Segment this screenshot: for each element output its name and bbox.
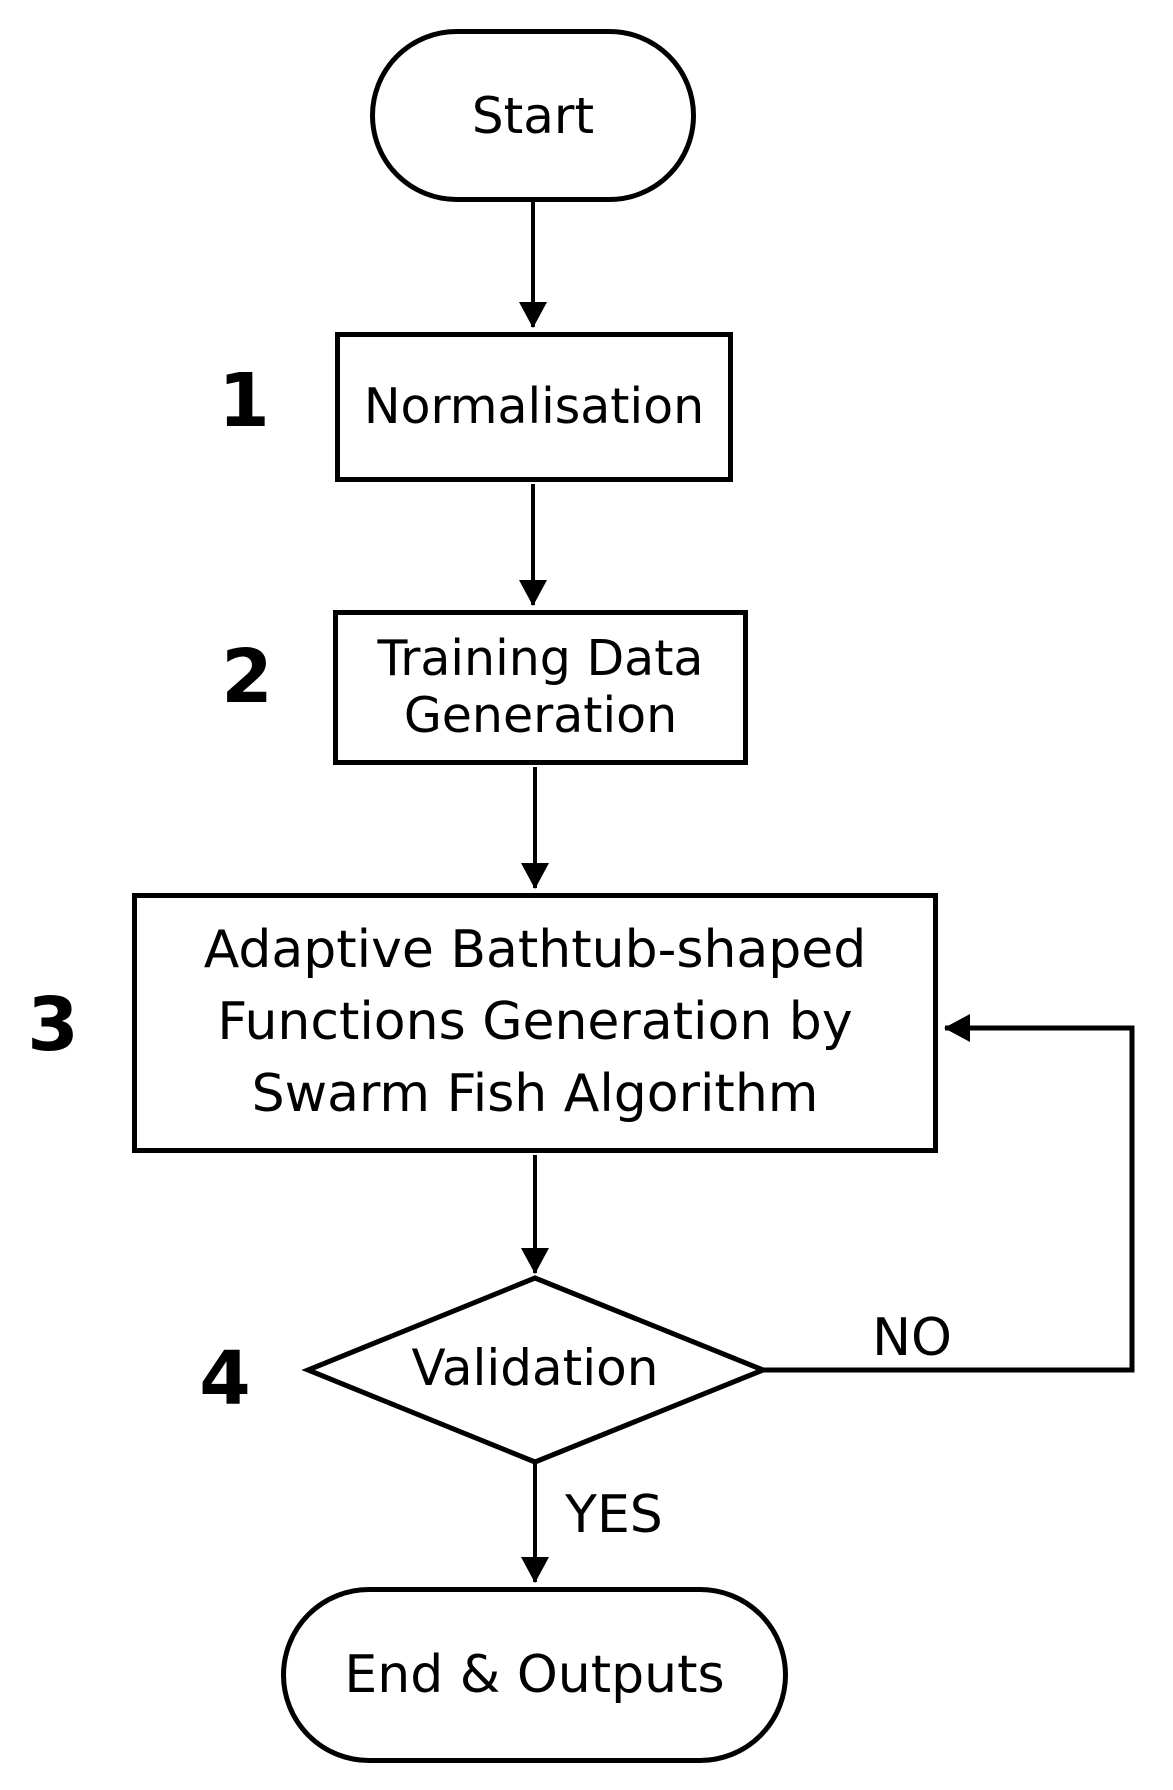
validation-diamond — [301, 1275, 770, 1465]
step-number-3: 3 — [27, 982, 79, 1068]
no-edge-label: NO — [872, 1308, 952, 1368]
normalisation-label: Normalisation — [363, 377, 705, 435]
step-number-2: 2 — [221, 634, 273, 720]
end-label: End & Outputs — [344, 1644, 725, 1705]
end-node: End & Outputs — [281, 1587, 788, 1763]
normalisation-box: Normalisation — [335, 332, 733, 482]
adaptive-label-line-2: Functions Generation by — [217, 992, 853, 1053]
training-data-box: Training Data Generation — [333, 610, 748, 765]
adaptive-bathtub-box: Adaptive Bathtub-shaped Functions Genera… — [132, 893, 938, 1153]
training-label-line-1: Training Data — [377, 629, 704, 687]
yes-edge-label: YES — [565, 1485, 663, 1545]
adaptive-label-line-3: Swarm Fish Algorithm — [251, 1063, 819, 1124]
step-number-4: 4 — [199, 1336, 251, 1422]
no-feedback-path — [763, 1014, 1135, 1373]
training-label-line-2: Generation — [403, 686, 678, 744]
start-node: Start — [370, 29, 696, 202]
validation-label: Validation — [411, 1339, 659, 1397]
step-number-1: 1 — [218, 358, 270, 444]
start-label: Start — [471, 86, 595, 145]
adaptive-label-line-1: Adaptive Bathtub-shaped — [203, 920, 867, 981]
